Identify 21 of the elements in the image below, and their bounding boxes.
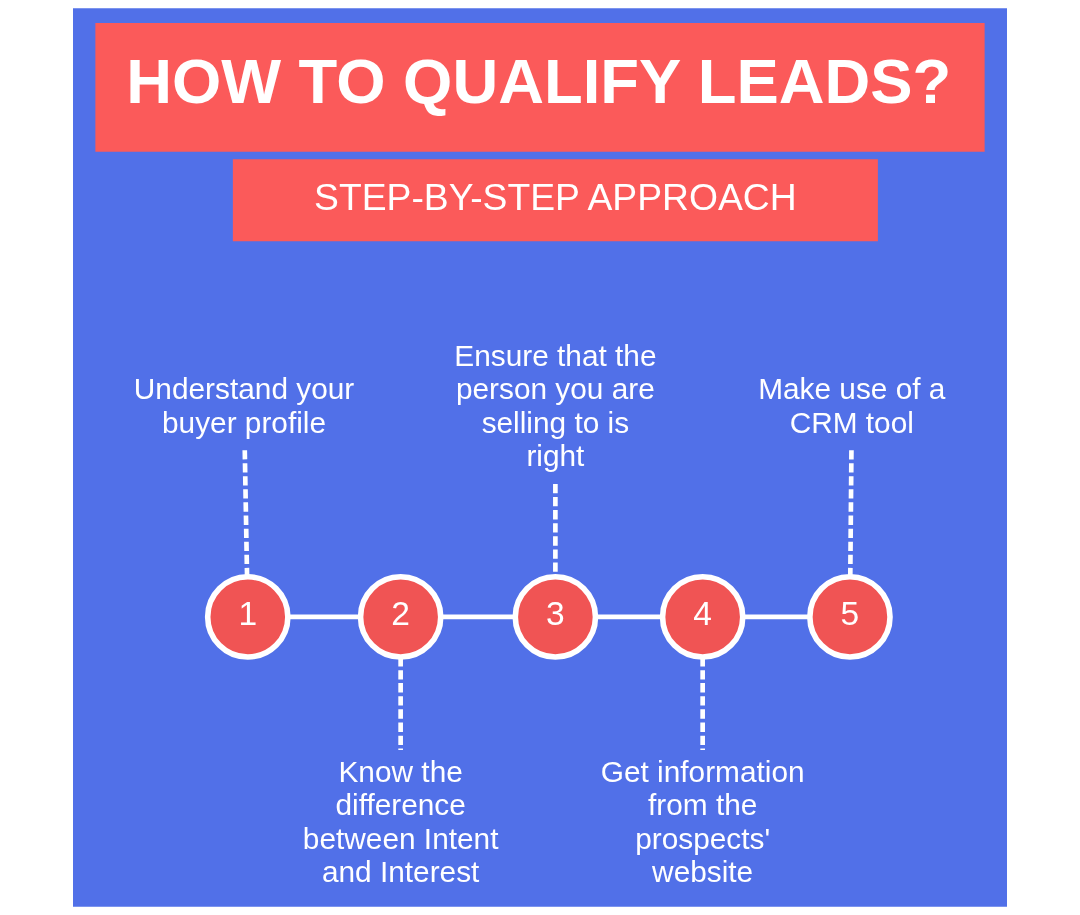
node-text: Understand your buyer profile — [133, 372, 355, 439]
connector — [288, 614, 361, 620]
label: STEP-BY-STEP APPROACH — [314, 175, 797, 218]
node-text: Know the difference between Intent and Interest — [302, 754, 499, 889]
node-text: Make use of a CRM tool — [758, 372, 946, 439]
node-circle: 5 — [807, 574, 893, 660]
node-text: Get information from the prospects' website — [600, 754, 805, 889]
node-circle: 3 — [512, 574, 599, 660]
node-circle: 1 — [204, 574, 291, 660]
connector — [242, 450, 250, 577]
connector — [553, 484, 558, 577]
connector — [595, 614, 663, 620]
node-circle: 2 — [357, 574, 444, 660]
node-text: Ensure that the person you are selling to is right — [454, 338, 657, 473]
connector — [742, 614, 810, 620]
connector — [700, 657, 705, 750]
diagram-title: HOW TO QUALIFY LEADS? — [126, 45, 952, 116]
connector — [398, 657, 403, 750]
connector — [847, 450, 854, 577]
connector — [441, 614, 516, 620]
node-circle: 4 — [659, 574, 746, 660]
